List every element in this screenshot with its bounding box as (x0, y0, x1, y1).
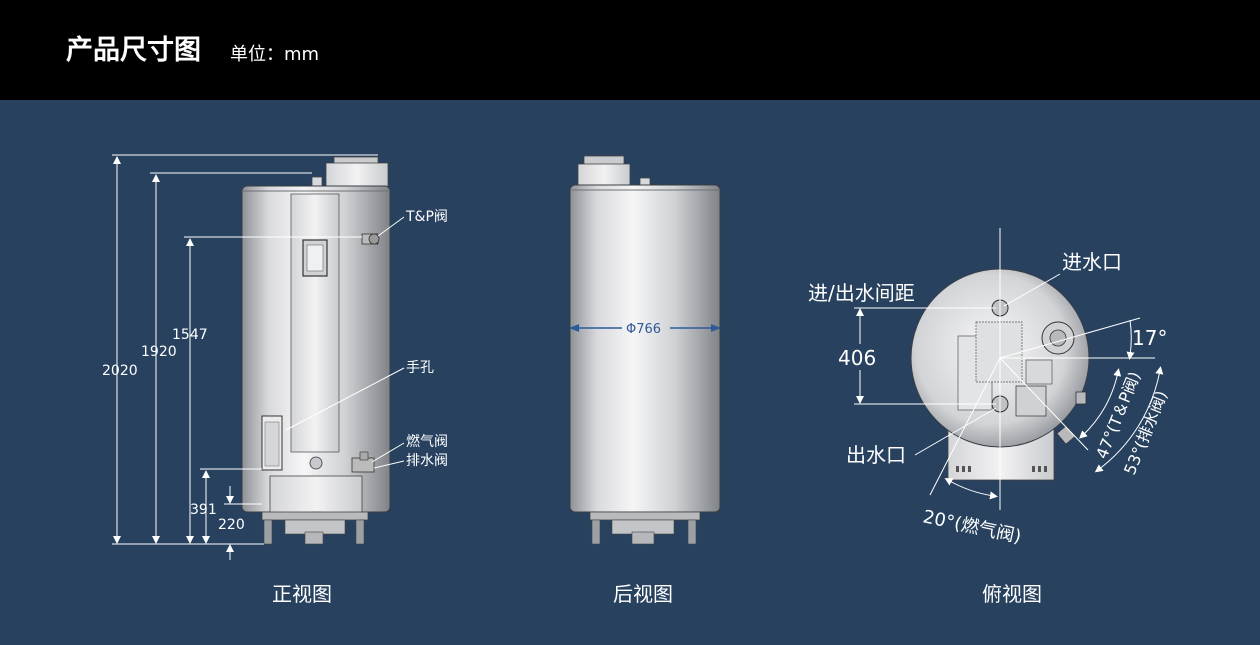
tp-valve-icon (361, 233, 380, 245)
label-angle-20: 20°(燃气阀) (921, 506, 1023, 547)
top-dimensions (854, 228, 1164, 510)
front-dimensions (112, 154, 405, 560)
dim-406: 406 (838, 346, 876, 370)
dim-2020: 2020 (102, 363, 138, 379)
caption-top-view: 俯视图 (982, 582, 1042, 606)
dim-391: 391 (190, 502, 217, 518)
label-inlet: 进水口 (1062, 250, 1122, 274)
label-drain-valve: 排水阀 (406, 453, 448, 469)
label-gas-valve: 燃气阀 (406, 433, 448, 450)
dim-220: 220 (218, 517, 245, 533)
front-leg-left (263, 519, 273, 545)
front-view (241, 156, 391, 545)
drain-valve-icon (1056, 425, 1076, 445)
back-flue (577, 163, 631, 189)
back-leg-left (591, 519, 601, 545)
label-outlet: 出水口 (846, 443, 906, 467)
caption-front-view: 正视图 (272, 582, 332, 606)
gas-valve-icon (351, 451, 375, 473)
dim-diameter: Φ766 (626, 322, 661, 337)
front-flue (325, 162, 389, 190)
gas-port-icon (309, 456, 323, 470)
dim-1920: 1920 (141, 344, 177, 360)
unit-label: 单位：mm (230, 44, 320, 65)
back-leg-right (687, 519, 697, 545)
page-title: 产品尺寸图 (66, 35, 201, 66)
front-leg-right (355, 519, 365, 545)
label-hand-hole: 手孔 (406, 360, 434, 376)
label-spacing: 进/出水间距 (808, 281, 915, 305)
back-tank-body (569, 184, 721, 513)
header-bar: 产品尺寸图 单位：mm (0, 0, 1260, 100)
dim-1547: 1547 (172, 327, 208, 343)
front-panel (290, 193, 340, 453)
label-angle-17: 17° (1132, 326, 1167, 350)
back-view: Φ766 (569, 155, 721, 545)
label-tp-valve: T&P阀 (405, 209, 448, 225)
caption-back-view: 后视图 (613, 582, 673, 606)
front-base (269, 475, 363, 515)
